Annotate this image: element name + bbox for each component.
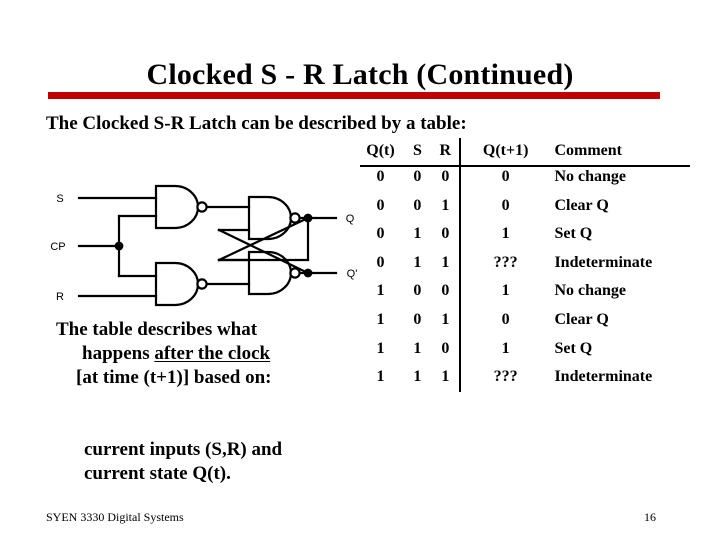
- table-column-divider: [458, 277, 463, 306]
- circuit-label-r: R: [56, 291, 64, 303]
- cell-comment: Indeterminate: [554, 368, 653, 386]
- nand-qbar-bubble: [289, 267, 301, 279]
- wire-cross-a: [217, 228, 310, 275]
- footer-course-label: SYEN 3330 Digital Systems: [46, 510, 184, 524]
- table-row: 0 0 0 0 No change: [358, 163, 694, 192]
- cell-qt: 0: [376, 196, 385, 214]
- cell-qt: 0: [376, 225, 385, 243]
- cell-comment: No change: [554, 282, 627, 300]
- junction-dot-qbar: [303, 268, 313, 278]
- explanation-b2-line-2: current state Q(t).: [84, 463, 231, 484]
- table-row: 0 0 1 0 Clear Q: [358, 191, 694, 221]
- cell-qt1: 0: [501, 196, 510, 214]
- explanation-block-2: current inputs (S,R) and current state Q…: [84, 438, 384, 486]
- table-row: 1 1 1??? Indeterminate: [358, 363, 694, 392]
- cell-qt: 0: [376, 168, 385, 185]
- cell-r: 1: [441, 368, 450, 386]
- cell-r: 1: [441, 196, 450, 214]
- footer-page-number: 16: [644, 510, 656, 524]
- table-column-divider: [458, 191, 463, 221]
- cell-comment: Clear Q: [554, 196, 609, 214]
- circuit-diagram: S CP R Q Q': [36, 172, 376, 312]
- nand-r-body: [154, 261, 200, 307]
- nand-qbar-body: [247, 250, 293, 296]
- column-header-comment: Comment: [554, 142, 622, 159]
- circuit-label-q: Q: [346, 213, 355, 225]
- table-row: 1 0 1 0 Clear Q: [358, 305, 694, 335]
- table-header-rule: [360, 165, 690, 167]
- cell-s: 1: [413, 225, 422, 243]
- explanation-b2-line-1: current inputs (S,R) and: [84, 439, 283, 460]
- junction-dot-cp: [114, 241, 124, 251]
- cell-qt: 1: [376, 339, 385, 357]
- cell-r: 0: [441, 282, 450, 300]
- cell-comment: Set Q: [554, 339, 593, 357]
- nand-s-bubble: [196, 201, 208, 213]
- cell-r: 1: [441, 310, 450, 328]
- cell-comment: Set Q: [554, 225, 593, 243]
- column-header-r: R: [439, 142, 452, 159]
- table-column-divider: [458, 220, 463, 249]
- nand-q-bubble: [289, 212, 301, 224]
- cell-s: 0: [413, 168, 422, 185]
- cell-s: 0: [413, 282, 422, 300]
- cell-qt: 1: [376, 282, 385, 300]
- table-row: 1 1 0 1 Set Q: [358, 334, 694, 364]
- cell-qt1: ???: [493, 368, 518, 386]
- cell-qt1: 1: [501, 282, 510, 300]
- cell-qt1: 1: [501, 225, 510, 243]
- explanation-line-2-prefix: happens: [82, 343, 155, 364]
- nand-r-bubble: [196, 278, 208, 290]
- column-header-s: S: [412, 142, 422, 159]
- cell-qt: 0: [376, 253, 385, 271]
- cell-comment: Clear Q: [554, 310, 609, 328]
- table-row: 1 0 0 1 No change: [358, 277, 694, 306]
- cell-r: 0: [441, 225, 450, 243]
- wire-cross-b: [217, 216, 310, 262]
- slide-subtitle: The Clocked S-R Latch can be described b…: [46, 113, 467, 134]
- cell-qt1: 0: [501, 310, 510, 328]
- cell-comment: No change: [554, 168, 627, 185]
- cell-s: 1: [413, 253, 422, 271]
- cell-comment: Indeterminate: [554, 253, 653, 271]
- table-column-divider: [458, 363, 463, 392]
- table-row: 0 1 1??? Indeterminate: [358, 248, 694, 278]
- page-title: Clocked S - R Latch (Continued): [146, 58, 574, 91]
- column-header-qt1: Q(t+1): [482, 142, 529, 159]
- cell-qt1: 0: [501, 168, 510, 185]
- cell-r: 1: [441, 253, 450, 271]
- cell-r: 0: [441, 168, 450, 185]
- cell-s: 0: [413, 196, 422, 214]
- cell-qt1: ???: [493, 253, 518, 271]
- table-column-divider: [458, 305, 463, 335]
- table-column-divider: [458, 334, 463, 364]
- cell-qt1: 1: [501, 339, 510, 357]
- table-column-divider: [458, 248, 463, 278]
- table-column-divider: [458, 163, 463, 192]
- junction-dot-q: [303, 213, 313, 223]
- explanation-line-2-underlined: after the clock: [154, 343, 271, 364]
- table-header-row: Q(t) S R Q(t+1) Comment: [358, 138, 694, 163]
- title-underline-rule: [48, 92, 660, 99]
- cell-s: 1: [413, 339, 422, 357]
- cell-s: 0: [413, 310, 422, 328]
- nand-q-body: [247, 195, 293, 241]
- explanation-line-3: [at time (t+1)] based on:: [76, 367, 272, 388]
- cell-qt: 1: [376, 310, 385, 328]
- explanation-line-1: The table describes what: [56, 319, 258, 340]
- circuit-label-qbar: Q': [347, 268, 358, 280]
- cell-r: 0: [441, 339, 450, 357]
- cell-qt: 1: [376, 368, 385, 386]
- circuit-label-cp: CP: [50, 241, 65, 253]
- circuit-label-s: S: [56, 193, 63, 205]
- column-header-qt: Q(t): [366, 142, 395, 159]
- explanation-block-1: The table describes what happens after t…: [56, 318, 356, 390]
- table-row: 0 1 0 1 Set Q: [358, 220, 694, 249]
- nand-s-body: [154, 184, 200, 230]
- table-column-divider: [458, 138, 463, 163]
- explanation-line-2: happens after the clock: [56, 342, 356, 366]
- cell-s: 1: [413, 368, 422, 386]
